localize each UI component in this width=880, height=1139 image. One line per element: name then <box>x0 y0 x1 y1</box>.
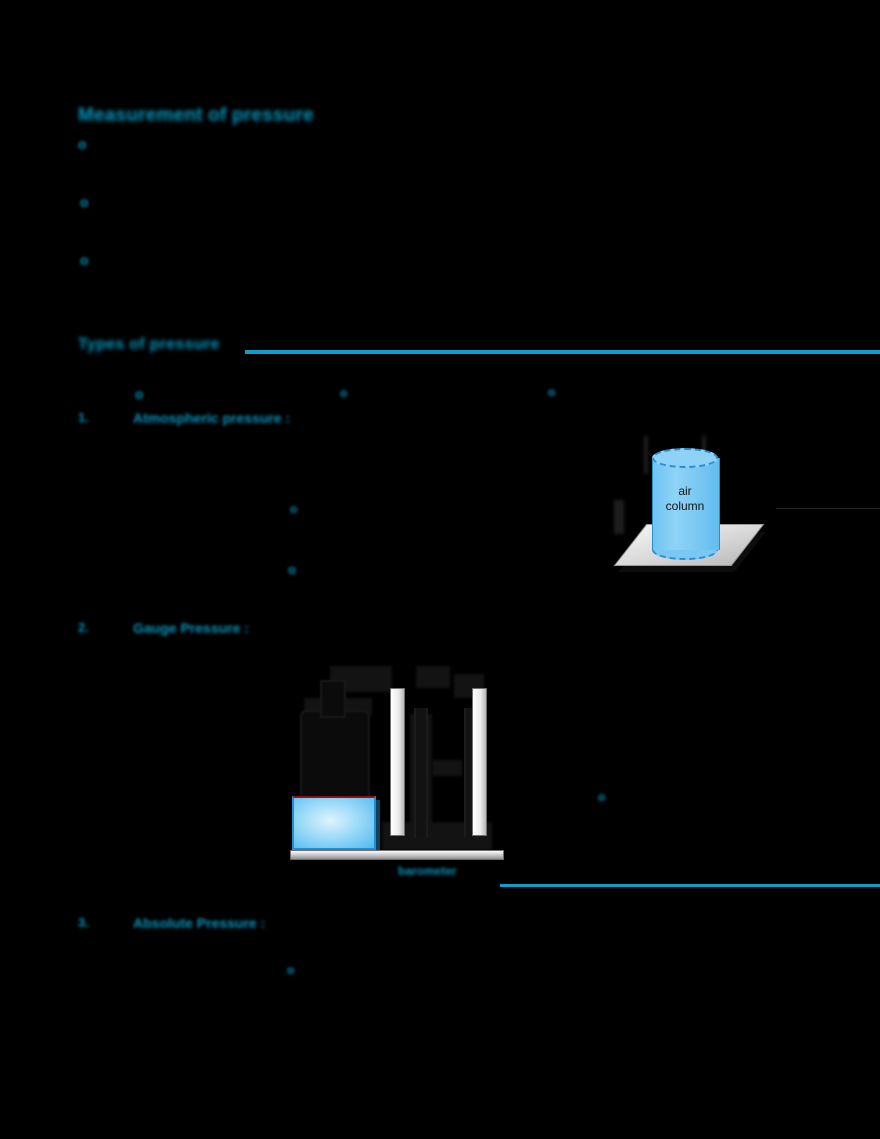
barometer-glass-body <box>300 710 370 804</box>
type-1-right-marker-a: o <box>340 386 348 400</box>
barometer-liquid-reservoir <box>292 796 376 850</box>
type-1-mid-marker: o <box>290 502 298 516</box>
type-1-index: 1. <box>78 410 89 425</box>
barometer-base-plate <box>290 850 504 860</box>
type-2-label: Gauge Pressure : <box>133 620 249 636</box>
air-column-annotation-bar-left <box>644 436 648 474</box>
air-column-cylinder-top-ellipse <box>652 448 718 468</box>
air-column-diagram: air column <box>600 432 880 582</box>
section-title: Types of pressure <box>78 336 220 353</box>
barometer-scale-left <box>390 688 405 836</box>
type-3-sub-marker: o <box>287 963 295 977</box>
type-1-label: Atmospheric pressure : <box>133 410 291 426</box>
type-1-right-marker-b: o <box>548 385 556 399</box>
air-column-label: air column <box>652 484 718 514</box>
type-1-bullet: o <box>135 386 144 402</box>
barometer-glass-neck <box>320 680 346 718</box>
type-3-index: 3. <box>78 915 89 930</box>
air-column-label-line-1: air <box>678 484 692 498</box>
intro-trailing-text <box>104 260 117 274</box>
section-divider <box>245 350 880 354</box>
barometer-caption: barometer <box>398 864 457 878</box>
air-column-cylinder-body <box>652 458 720 550</box>
type-2-index: 2. <box>78 620 89 635</box>
air-column-annotation-mid <box>720 494 776 505</box>
intro-bullet-3: o <box>80 252 89 268</box>
type-2-side-marker: o <box>598 790 606 804</box>
barometer-scale-right <box>472 688 487 836</box>
air-column-label-line-2: column <box>665 499 705 513</box>
barometer-top-stub <box>416 666 450 688</box>
barometer-tube-left <box>414 708 428 838</box>
air-column-annotation-bar-side <box>614 500 624 534</box>
air-column-leader-line <box>776 508 880 509</box>
barometer-caption-rule <box>500 884 880 887</box>
barometer-diagram: barometer <box>286 664 506 878</box>
type-1-sub-marker: o <box>288 562 296 577</box>
intro-bullet-1: o <box>78 136 87 152</box>
barometer-reservoir-shadow <box>374 800 380 852</box>
barometer-crossbar <box>432 760 462 776</box>
air-column-annotation-top <box>720 446 784 457</box>
intro-bullet-2: o <box>80 194 89 210</box>
page-title: Measurement of pressure <box>78 105 314 126</box>
type-3-label: Absolute Pressure : <box>133 915 266 931</box>
